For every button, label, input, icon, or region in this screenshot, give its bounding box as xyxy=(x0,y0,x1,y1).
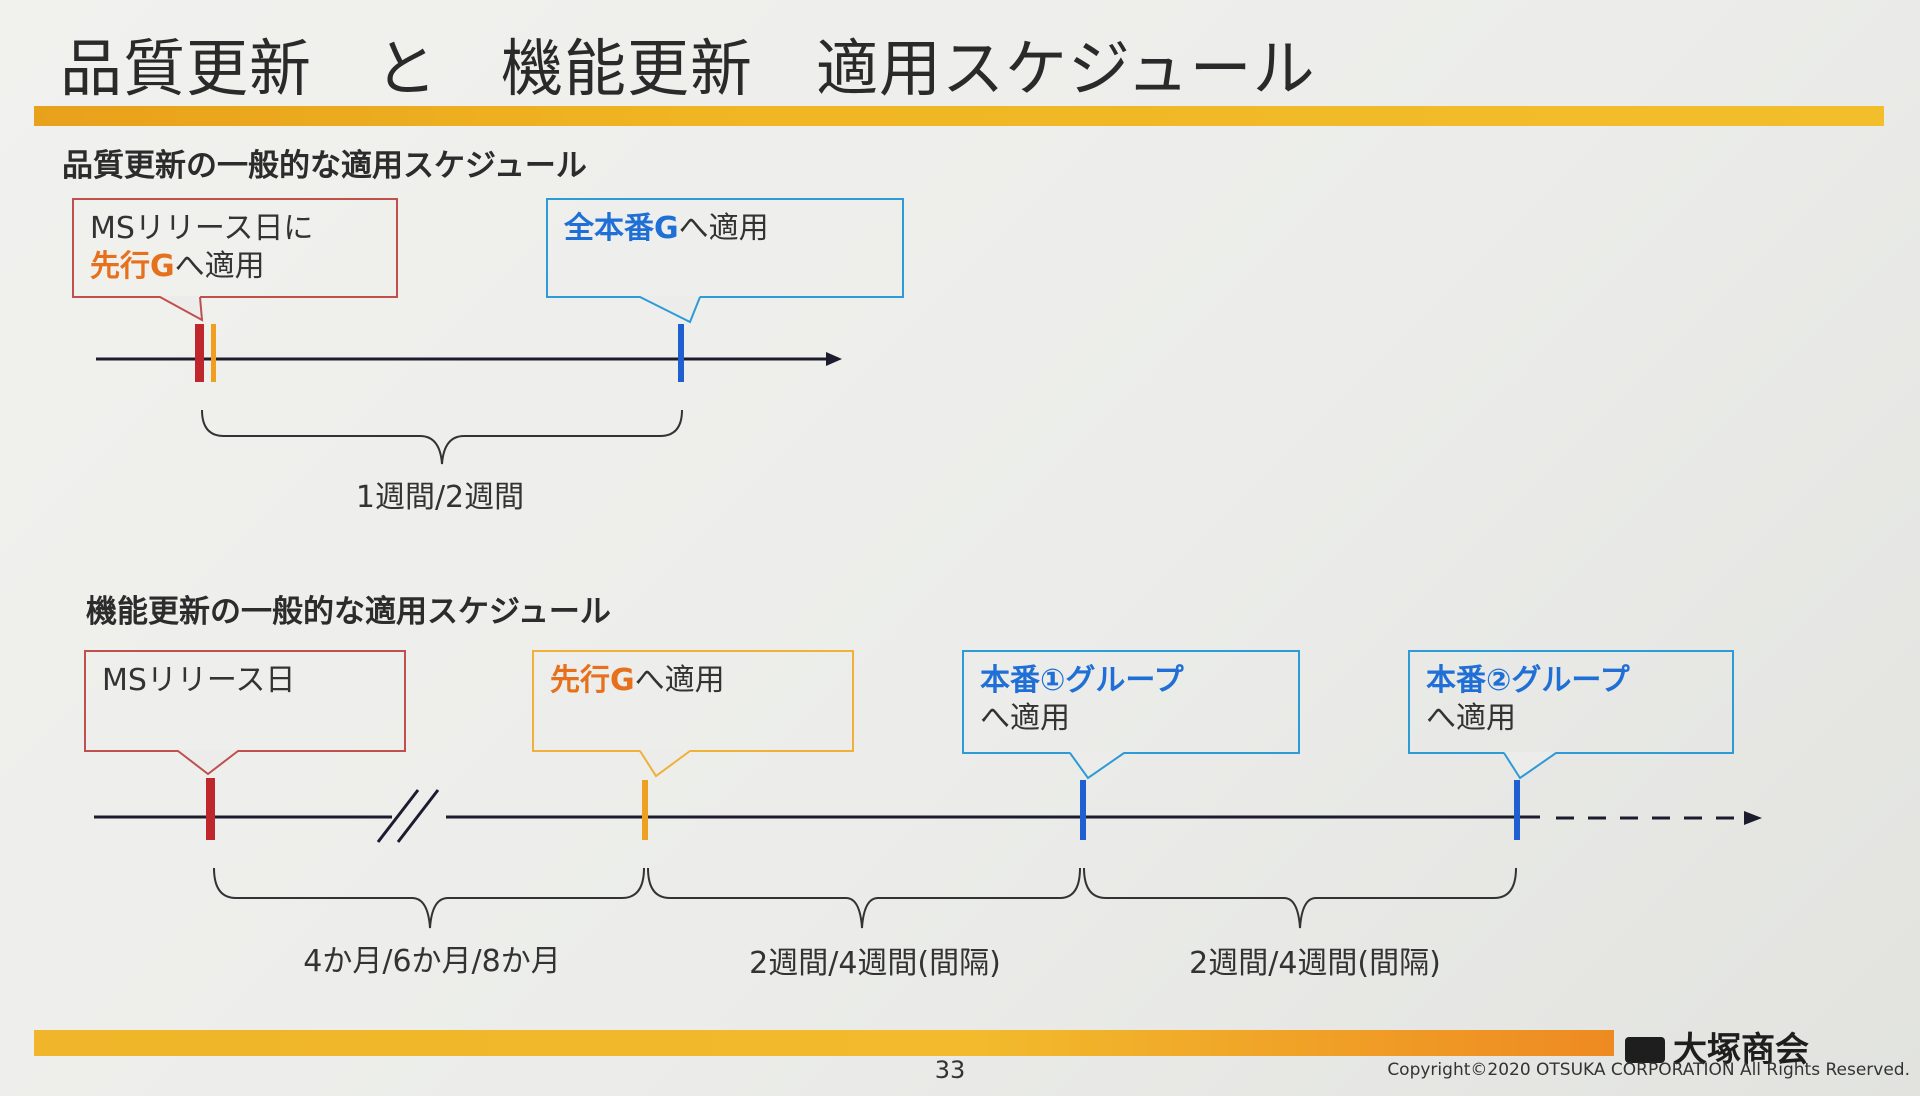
feature-span3-brace xyxy=(1083,867,1517,929)
quality-marker-all-production xyxy=(678,324,684,382)
quality-span-label: 1週間/2週間 xyxy=(355,480,525,515)
company-logo: 大塚商会 xyxy=(1625,1022,1809,1071)
feature-span3-label: 2週間/4週間(間隔) xyxy=(1189,946,1441,981)
logo-text: 大塚商会 xyxy=(1673,1030,1809,1070)
callout-pointer-fill xyxy=(640,296,700,322)
quality-marker-release xyxy=(195,324,204,382)
apply-suffix: へ適用 xyxy=(634,663,725,698)
feature-span2-brace xyxy=(647,867,1081,929)
feature-marker-release xyxy=(206,778,215,840)
title-underline-bar xyxy=(34,106,1884,126)
footer-bar xyxy=(34,1030,1614,1056)
quality-span-brace xyxy=(201,409,683,465)
production-group1-highlight: 本番①グループ xyxy=(980,663,1184,698)
feature-section-heading: 機能更新の一般的な適用スケジュール xyxy=(86,594,611,630)
feature-marker-group1 xyxy=(1080,780,1086,840)
quality-timeline-arrowhead xyxy=(826,352,842,366)
feature-callout-pilot: 先行Gへ適用 xyxy=(532,650,854,752)
callout-pointer-group1 xyxy=(1069,752,1125,780)
quality-callout-all-line1: 全本番Gへ適用 xyxy=(564,210,886,248)
feature-span2-label: 2週間/4週間(間隔) xyxy=(749,946,1001,981)
quality-section-heading: 品質更新の一般的な適用スケジュール xyxy=(62,148,587,184)
pilot-group-highlight: 先行G xyxy=(90,249,175,284)
callout-pointer-pilot xyxy=(639,750,691,778)
feature-marker-pilot xyxy=(642,780,648,840)
feature-callout-release: MSリリース日 xyxy=(84,650,406,752)
quality-callout-release: MSリリース日に 先行Gへ適用 xyxy=(72,198,398,298)
feature-callout-group1: 本番①グループ へ適用 xyxy=(962,650,1300,754)
feature-span1-brace xyxy=(213,867,645,929)
feature-callout-group2: 本番②グループ へ適用 xyxy=(1408,650,1734,754)
apply-suffix: へ適用 xyxy=(1426,701,1516,736)
callout-pointer-group2 xyxy=(1503,752,1557,780)
feature-callout-pilot-line1: 先行Gへ適用 xyxy=(550,662,836,700)
apply-suffix: へ適用 xyxy=(174,249,265,284)
slide-title: 品質更新 と 機能更新 適用スケジュール xyxy=(60,32,1316,105)
quality-callout-release-line2: 先行Gへ適用 xyxy=(90,248,380,286)
callout-pointer-all-production xyxy=(639,296,701,324)
production-group2-highlight: 本番②グループ xyxy=(1426,663,1630,698)
apply-suffix: へ適用 xyxy=(980,701,1070,736)
pilot-group-highlight: 先行G xyxy=(550,663,635,698)
callout-pointer-release xyxy=(159,296,204,322)
page-number: 33 xyxy=(934,1056,966,1084)
quality-callout-all-production: 全本番Gへ適用 xyxy=(546,198,904,298)
apply-suffix: へ適用 xyxy=(678,211,769,246)
feature-timeline-arrowhead xyxy=(1744,811,1762,825)
quality-callout-release-line1: MSリリース日に xyxy=(90,211,314,246)
timeline-break-mark xyxy=(396,789,440,843)
timeline-break-mark xyxy=(376,789,420,843)
feature-callout-release-line1: MSリリース日 xyxy=(102,663,296,698)
quality-marker-pilot xyxy=(211,324,216,382)
callout-pointer-release-2 xyxy=(177,750,239,776)
copyright-notice: Copyright©2020 OTSUKA CORPORATION All Ri… xyxy=(1387,1060,1910,1080)
callout-pointer-fill xyxy=(178,750,238,774)
all-production-highlight: 全本番G xyxy=(564,211,679,246)
feature-span1-label: 4か月/6か月/8か月 xyxy=(303,944,561,979)
logo-mark-icon xyxy=(1625,1037,1665,1063)
feature-marker-group2 xyxy=(1514,780,1520,840)
